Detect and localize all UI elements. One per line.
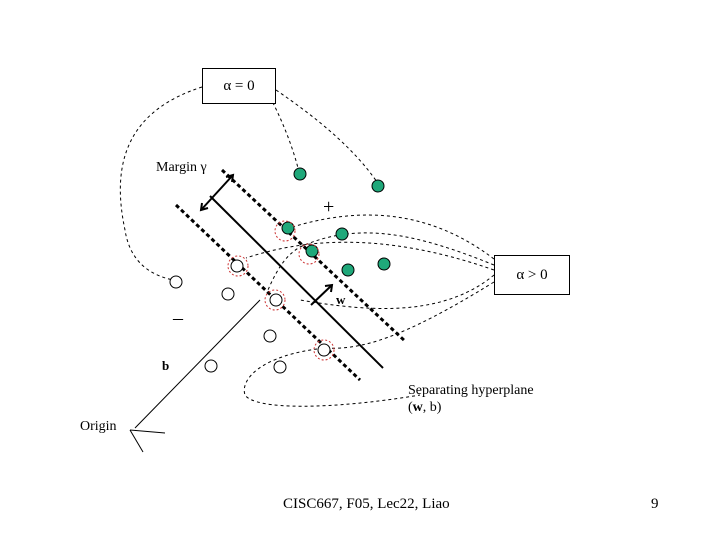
support-vector-halo	[298, 243, 320, 265]
b-line	[134, 299, 261, 429]
connector-alpha0-to-negative	[119, 86, 203, 281]
margin-label: Margin γ	[156, 160, 207, 175]
support-vector-halo	[227, 255, 249, 277]
margin-arrow-head-b	[199, 202, 209, 212]
connector-alphapos-sv5	[245, 241, 495, 271]
positive-point	[281, 221, 295, 235]
positive-point	[341, 263, 355, 277]
negative-point	[221, 287, 235, 301]
margin-arrow-head-a	[225, 173, 235, 183]
support-vector-halo	[313, 339, 335, 361]
margin-arrow	[200, 174, 234, 211]
negative-point	[273, 360, 287, 374]
origin-axis-2	[129, 429, 144, 453]
support-vector-halos	[227, 220, 335, 361]
support-vector-halo	[264, 289, 286, 311]
plus-label: +	[323, 196, 335, 218]
w-label: w	[336, 292, 346, 307]
hyperplane-label-w: w	[412, 400, 423, 415]
negative-point	[269, 293, 283, 307]
negative-point	[230, 259, 244, 273]
connector-alphapos-sv1	[285, 214, 495, 260]
negative-points	[169, 259, 331, 374]
footer-text: CISC667, F05, Lec22, Liao	[283, 496, 450, 512]
connector-alphapos-sv4	[243, 281, 495, 407]
alpha-positive-label: α > 0	[516, 266, 548, 283]
minus-label: –	[173, 307, 183, 329]
w-arrow	[310, 284, 333, 306]
hyperplane-label-line1: Separating hyperplane	[408, 383, 534, 398]
positive-point	[293, 167, 307, 181]
alpha-zero-box: α = 0	[202, 68, 276, 104]
connector-alphapos-sv3	[299, 274, 495, 309]
w-arrow-head	[324, 283, 334, 293]
negative-point	[204, 359, 218, 373]
negative-point	[169, 275, 183, 289]
alpha-positive-box: α > 0	[494, 255, 570, 295]
support-vector-halo	[274, 220, 296, 242]
origin-label: Origin	[80, 419, 117, 434]
margin-line-negative	[174, 203, 362, 382]
positive-point	[335, 227, 349, 241]
negative-point	[317, 343, 331, 357]
connector-alpha0-to-positive-a	[269, 96, 299, 169]
hyperplane-line	[209, 195, 384, 369]
negative-point	[263, 329, 277, 343]
positive-point	[305, 244, 319, 258]
page-number: 9	[651, 496, 659, 512]
b-label: b	[162, 358, 170, 373]
hyperplane-label-rest: , b)	[422, 400, 442, 415]
hyperplane-label-open: (	[408, 400, 413, 415]
connector-alpha0-to-positive-b	[275, 89, 378, 183]
hyperplane-label: Separating hyperplane (w, b)	[408, 382, 534, 416]
origin-axis-1	[129, 429, 166, 434]
alpha-zero-label: α = 0	[223, 77, 255, 94]
positive-point	[377, 257, 391, 271]
connector-lines	[119, 86, 495, 407]
connector-alphapos-sv2	[267, 232, 495, 291]
positive-points	[281, 167, 391, 277]
positive-point	[371, 179, 385, 193]
